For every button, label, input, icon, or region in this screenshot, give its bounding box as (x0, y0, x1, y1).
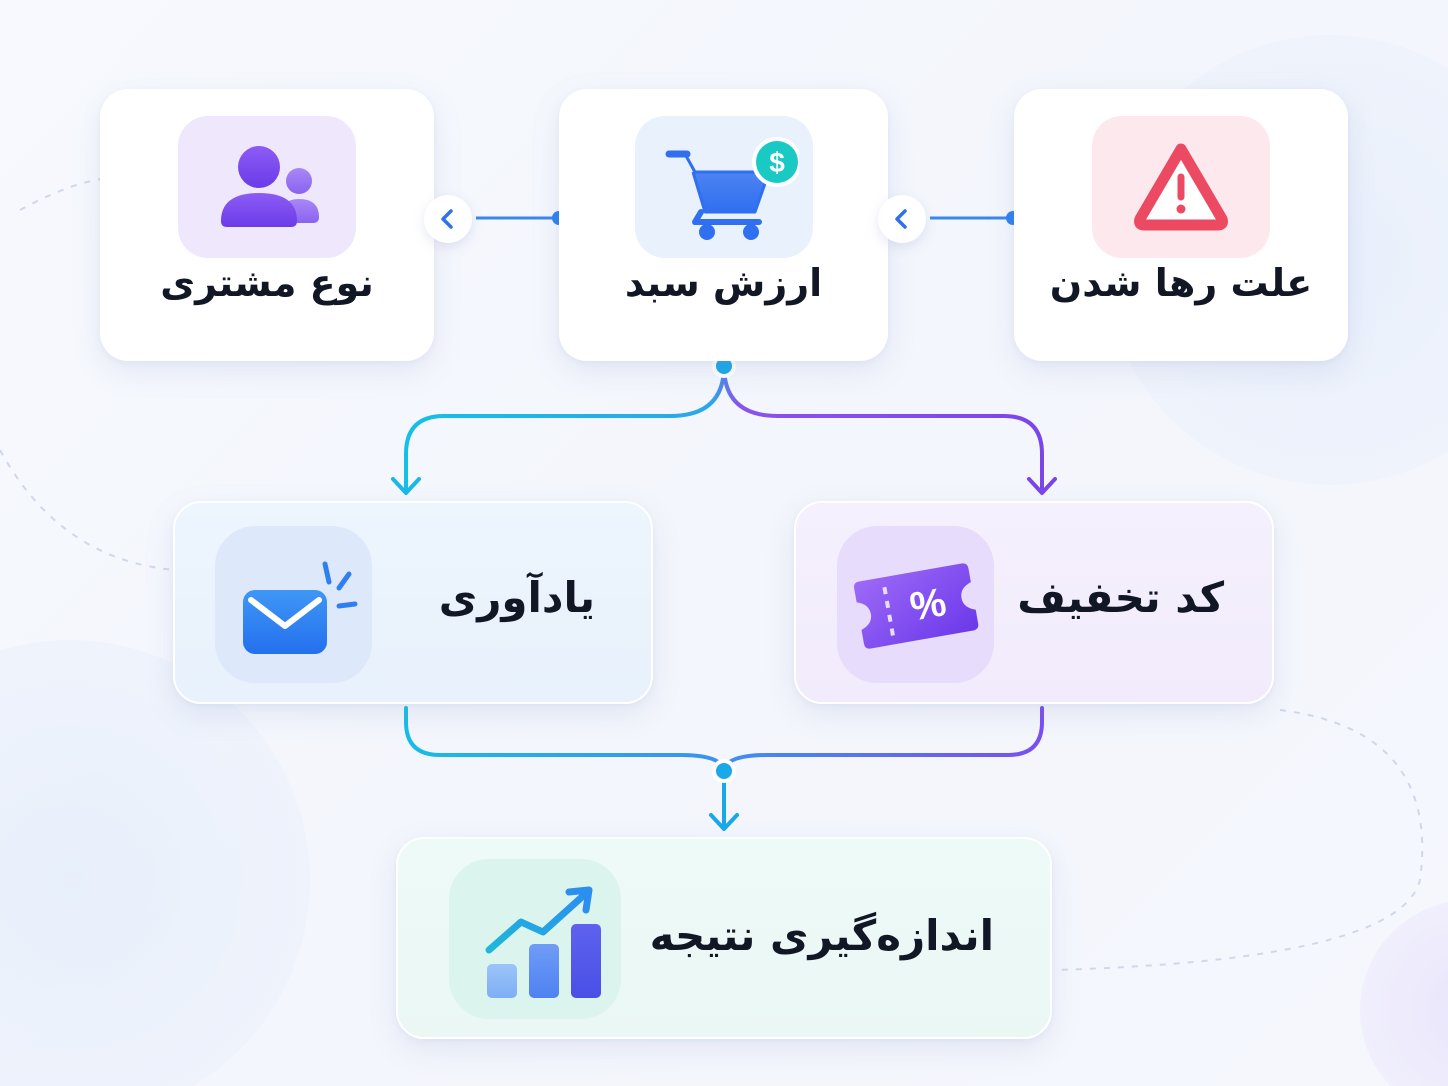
node-label: اندازه‌گیری نتیجه (649, 911, 994, 960)
chevron-left-badge (878, 195, 926, 243)
edge-cart-to-discount (722, 364, 1057, 495)
chevron-left-icon (441, 209, 453, 229)
background-blob (1360, 902, 1448, 1086)
node-measure-result: اندازه‌گیری نتیجه (396, 837, 1052, 1039)
icon-tile: % (837, 526, 994, 683)
users-icon (221, 146, 319, 227)
envelope-notification-icon (242, 561, 357, 654)
edge-reason-to-cart (930, 211, 1020, 225)
growth-chart-icon (485, 886, 601, 998)
background-blob (0, 640, 310, 1086)
node-label: کد تخفیف (1017, 573, 1224, 622)
node-cart-value: $ ارزش سبد (559, 89, 888, 361)
icon-tile: $ (634, 116, 813, 258)
chevron-left-icon (895, 209, 907, 229)
arrowhead (1027, 477, 1057, 495)
node-label: ارزش سبد (624, 261, 823, 305)
icon-tile (1092, 116, 1270, 258)
percent-sign: % (906, 580, 949, 630)
arrowhead (709, 813, 739, 831)
merge-node-dot (712, 759, 736, 783)
node-reminder: یادآوری (173, 501, 653, 704)
node-abandon-reason: علت رها شدن (1014, 89, 1348, 361)
arrowhead (391, 477, 421, 495)
edge-cart-to-reminder (391, 364, 726, 495)
node-discount-code: % کد تخفیف (794, 501, 1274, 704)
node-label: علت رها شدن (1049, 261, 1313, 305)
dollar-badge (755, 141, 798, 183)
icon-tile (178, 116, 356, 258)
discount-ticket-icon: % (853, 562, 978, 649)
dollar-sign: $ (769, 147, 785, 178)
chevron-left-badge (424, 195, 472, 243)
dashed-decoration-line (0, 449, 176, 571)
warning-triangle-icon (1134, 143, 1228, 231)
edge-discount-to-measure (722, 706, 1044, 774)
icon-tile (449, 859, 621, 1019)
node-label: نوع مشتری (160, 261, 374, 305)
edge-reminder-to-measure (404, 706, 726, 774)
node-label: یادآوری (438, 573, 595, 622)
shopping-cart-dollar-icon: $ (665, 137, 799, 240)
node-customer-type: نوع مشتری (100, 89, 434, 361)
edge-cart-to-customer (476, 211, 566, 225)
icon-tile (215, 526, 372, 683)
